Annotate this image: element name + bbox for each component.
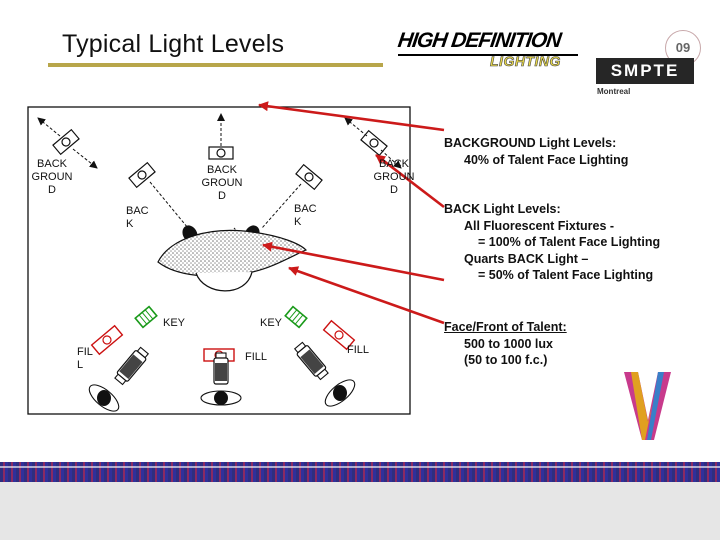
key-light-left xyxy=(134,305,158,329)
lighting-logo-text: LIGHTING xyxy=(490,53,561,70)
back-note-line: Quarts BACK Light – xyxy=(464,251,589,266)
back-note-line: All Fluorescent Fixtures - xyxy=(464,218,615,233)
background-callout-arrow xyxy=(258,101,445,132)
key-left-label: KEY xyxy=(163,317,186,329)
background-note: BACKGROUND Light Levels: 40% of Talent F… xyxy=(444,135,628,168)
background-light-right xyxy=(344,117,402,169)
page-title: Typical Light Levels xyxy=(62,30,285,58)
fill-right-label: FILL xyxy=(347,344,370,356)
smpte-logo: SMPTE xyxy=(596,58,694,84)
footer-highlight xyxy=(0,466,720,468)
front-callout-arrow xyxy=(288,266,445,325)
footer-area xyxy=(0,482,720,540)
back-to-talent-callout-arrow xyxy=(262,241,445,282)
background-note-line: 40% of Talent Face Lighting xyxy=(464,152,629,167)
background-note-heading: BACKGROUND Light Levels: xyxy=(444,136,617,150)
front-note-heading: Face/Front of Talent: xyxy=(444,320,567,334)
fill-light-left xyxy=(90,324,124,356)
back-callout-arrow xyxy=(375,153,445,209)
back-left-label: BAC K xyxy=(126,205,149,230)
v-logo xyxy=(624,372,671,440)
front-note-line: 500 to 1000 lux xyxy=(464,336,553,351)
talent-position xyxy=(157,229,308,292)
fill-light-right xyxy=(322,319,356,351)
back-note-line: = 50% of Talent Face Lighting xyxy=(478,268,654,282)
footer-stripe-band xyxy=(0,462,720,482)
back-note: BACK Light Levels: All Fluorescent Fixtu… xyxy=(444,201,660,284)
studio-frame xyxy=(27,106,411,415)
key-right-label: KEY xyxy=(260,317,283,329)
fill-center-label: FILL xyxy=(245,351,268,363)
key-light-right xyxy=(284,305,308,329)
background-left-label: BACK GROUN D xyxy=(31,158,73,196)
background-center-label: BACK GROUN D xyxy=(201,164,243,202)
fill-left-label: FIL L xyxy=(77,346,93,371)
front-note: Face/Front of Talent: 500 to 1000 lux (5… xyxy=(444,319,567,369)
background-light-center xyxy=(208,113,234,160)
background-right-label: BACK GROUN D xyxy=(373,158,415,196)
title-underline xyxy=(48,63,383,67)
back-note-heading: BACK Light Levels: xyxy=(444,202,561,216)
back-light-left xyxy=(128,161,198,243)
background-light-left xyxy=(37,117,98,169)
montreal-label: Montreal xyxy=(597,87,631,96)
front-note-line: (50 to 100 f.c.) xyxy=(464,353,548,367)
camera-center xyxy=(200,352,242,406)
hd-logo-underline xyxy=(398,54,578,56)
camera-right xyxy=(293,341,356,407)
back-right-label: BAC K xyxy=(294,203,317,228)
back-note-line: = 100% of Talent Face Lighting xyxy=(478,235,661,249)
camera-left xyxy=(88,346,150,412)
